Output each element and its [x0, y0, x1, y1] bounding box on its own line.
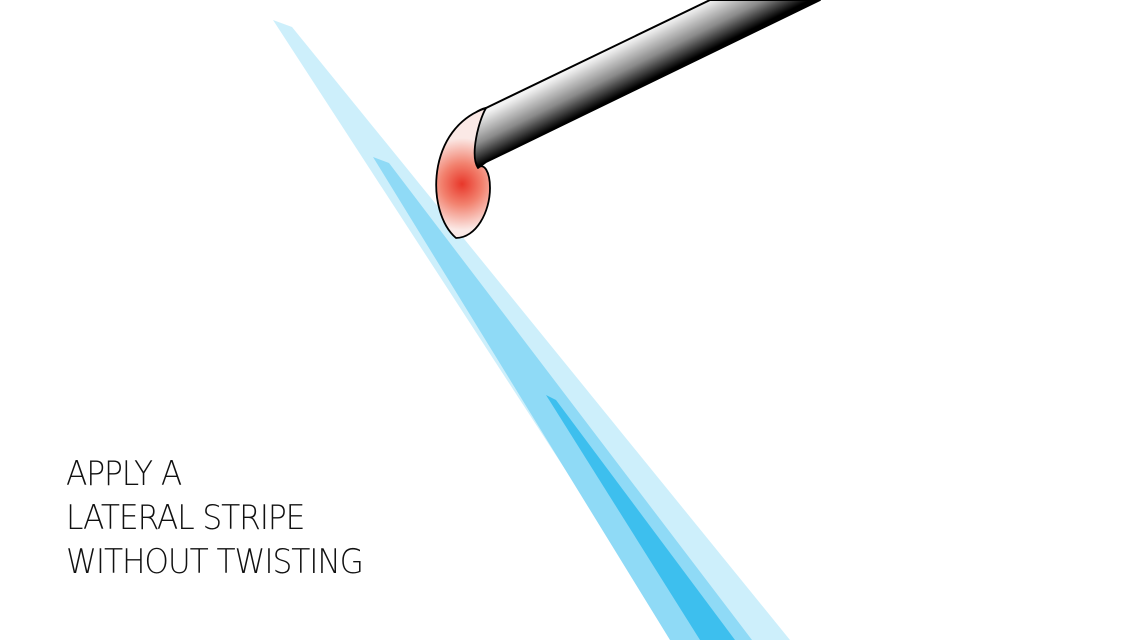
- strip-inner-layer: [546, 395, 735, 640]
- strip-outer-layer: [273, 20, 790, 640]
- pen-tube: [465, 0, 821, 169]
- instruction-caption: APPLY A LATERAL STRIPE WITHOUT TWISTING: [66, 452, 364, 584]
- caption-line-1: APPLY A: [66, 454, 182, 494]
- caption-line-2: LATERAL STRIPE: [66, 498, 305, 538]
- blue-bait-strip-icon: [273, 20, 790, 640]
- applicator-pen-icon: [435, 0, 821, 239]
- strip-middle-layer: [373, 157, 752, 640]
- caption-line-3: WITHOUT TWISTING: [66, 542, 364, 582]
- pen-tip: [435, 107, 491, 239]
